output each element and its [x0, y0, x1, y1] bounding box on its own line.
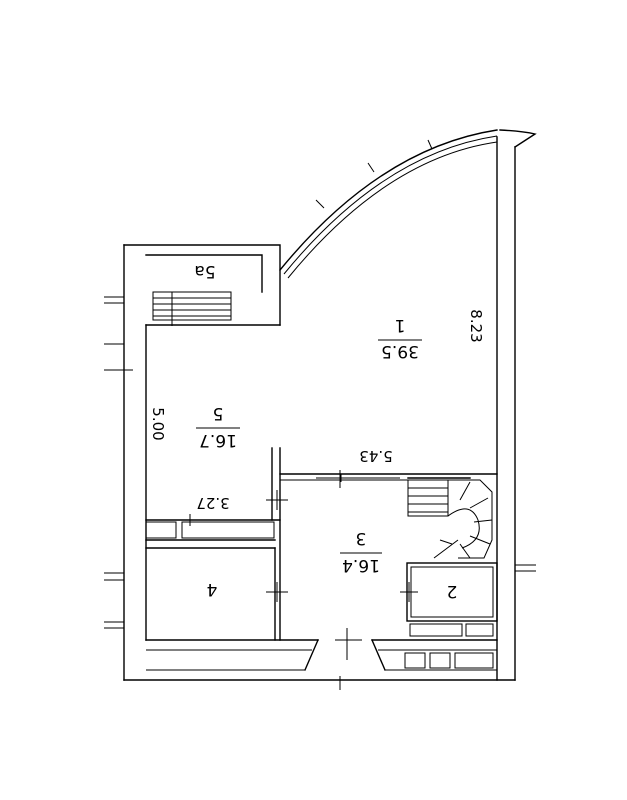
window-stubs [104, 296, 536, 629]
room-2-number: 2 [447, 581, 458, 601]
room-3-number: 3 [356, 528, 367, 548]
dim-hall-label: 5.43 [359, 447, 392, 465]
room-3-area: 16.4 [342, 555, 380, 575]
room-1-area: 39.5 [381, 341, 419, 361]
room-5a-number: 5а [194, 261, 215, 281]
room-5-label: 16.7 5 [196, 403, 240, 450]
dimension-ticks [189, 474, 342, 526]
partitions [145, 291, 498, 690]
room-5a-label: 5а [194, 261, 215, 281]
room-5-area: 16.7 [199, 430, 237, 450]
dimension-width-room5: 3.27 [196, 494, 229, 512]
outer-walls [123, 136, 516, 681]
dim-left-label: 5.00 [149, 407, 167, 440]
dimension-width-hall: 5.43 [359, 447, 392, 465]
room-1-number: 1 [395, 315, 406, 335]
room-4-label: 4 [207, 579, 218, 599]
dim-right-label: 8.23 [467, 309, 485, 342]
room-2-label: 2 [447, 581, 458, 601]
dimension-height-right: 8.23 [467, 309, 485, 342]
room-1-label: 39.5 1 [378, 315, 422, 361]
room-3-label: 16.4 3 [340, 528, 382, 575]
curved-window [279, 129, 537, 279]
room-4-number: 4 [207, 579, 218, 599]
dim-room5-label: 3.27 [196, 494, 229, 512]
room-5-number: 5 [213, 403, 224, 423]
dimension-height-left: 5.00 [149, 407, 167, 440]
